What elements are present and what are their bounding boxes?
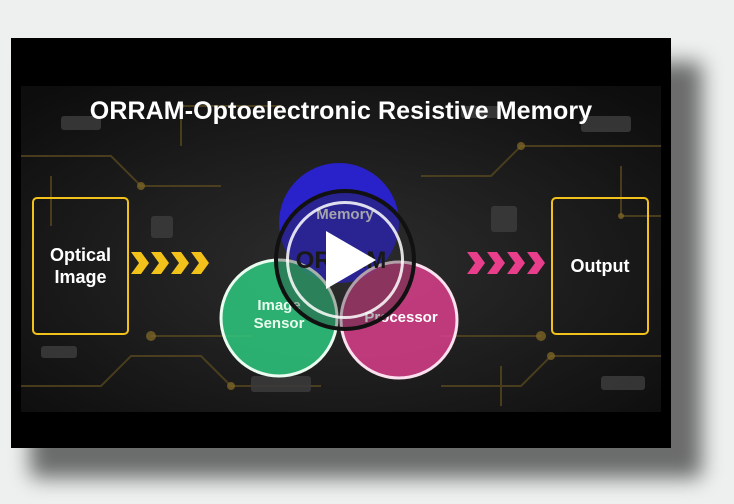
chevron-right-icon — [131, 252, 149, 274]
chevron-right-icon — [191, 252, 209, 274]
output-box: Output — [551, 197, 649, 335]
play-button-ring — [286, 201, 404, 319]
video-frame[interactable]: ORRAM-Optoelectronic Resistive Memory Op… — [21, 86, 661, 412]
chevron-right-icon — [487, 252, 505, 274]
output-label: Output — [570, 256, 630, 276]
play-button[interactable] — [274, 189, 416, 331]
chevron-right-icon — [507, 252, 525, 274]
optical-image-label: Optical Image — [49, 245, 111, 287]
chevron-right-icon — [171, 252, 189, 274]
optical-image-box: Optical Image — [32, 197, 129, 335]
chevron-right-icon — [467, 252, 485, 274]
chevron-right-icon — [527, 252, 545, 274]
play-icon — [326, 231, 376, 289]
video-player[interactable]: ORRAM-Optoelectronic Resistive Memory Op… — [11, 38, 671, 448]
input-arrows — [131, 252, 209, 274]
slide-title: ORRAM-Optoelectronic Resistive Memory — [89, 97, 593, 125]
chevron-right-icon — [151, 252, 169, 274]
output-arrows — [467, 252, 545, 274]
